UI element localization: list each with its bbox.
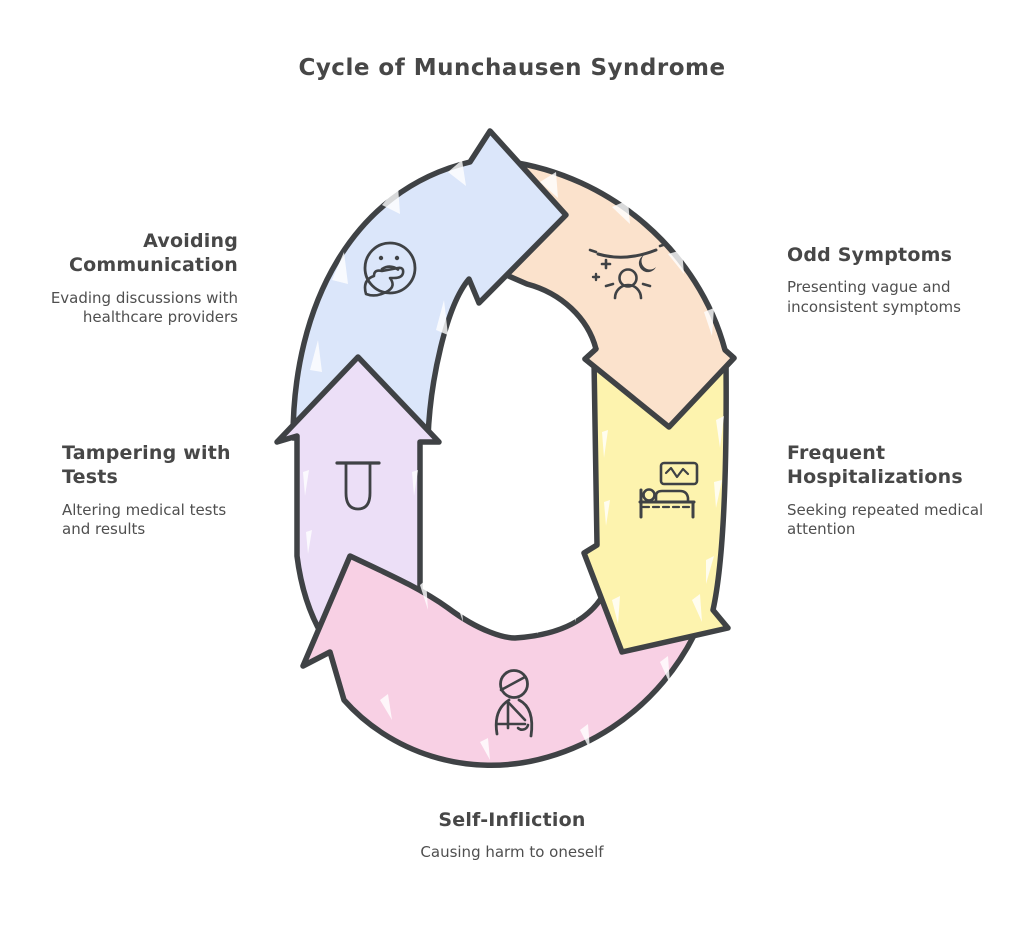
- stage-label-tampering-with-tests: Tampering with Tests: [62, 442, 231, 489]
- stage-label-frequent-hospitalizations: Frequent Hospitalizations: [787, 442, 963, 489]
- test-tube-icon: [335, 461, 381, 511]
- hospital-bed-icon: [638, 461, 699, 519]
- stage-label-odd-symptoms: Odd Symptoms: [787, 244, 953, 266]
- night-symptoms-icon: [588, 242, 668, 300]
- stage-label-avoiding-communication: Avoiding Communication: [68, 230, 238, 277]
- stage-text-self-infliction: Self-Infliction Causing harm to oneself: [337, 808, 687, 863]
- stage-description-frequent-hospitalizations: Seeking repeated medical attention: [787, 500, 984, 539]
- stage-description-tampering-with-tests: Altering medical tests and results: [62, 500, 227, 539]
- stage-arrowhead-odd-symptoms: [582, 346, 737, 430]
- diagram-title: Cycle of Munchausen Syndrome: [298, 55, 726, 81]
- brush-texture: [303, 160, 724, 760]
- stage-label-self-infliction: Self-Infliction: [438, 809, 586, 831]
- stage-text-avoiding-communication: Avoiding Communication Evading discussio…: [16, 229, 238, 328]
- thinking-face-icon: [363, 241, 417, 297]
- stage-text-odd-symptoms: Odd Symptoms Presenting vague and incons…: [787, 243, 997, 318]
- injured-person-icon: [494, 669, 534, 738]
- stage-description-self-infliction: Causing harm to oneself: [420, 843, 604, 862]
- stage-description-avoiding-communication: Evading discussions with healthcare prov…: [50, 288, 238, 327]
- stage-description-odd-symptoms: Presenting vague and inconsistent sympto…: [787, 278, 961, 317]
- stage-text-tampering-with-tests: Tampering with Tests Altering medical te…: [62, 441, 247, 540]
- stage-text-frequent-hospitalizations: Frequent Hospitalizations Seeking repeat…: [787, 441, 992, 540]
